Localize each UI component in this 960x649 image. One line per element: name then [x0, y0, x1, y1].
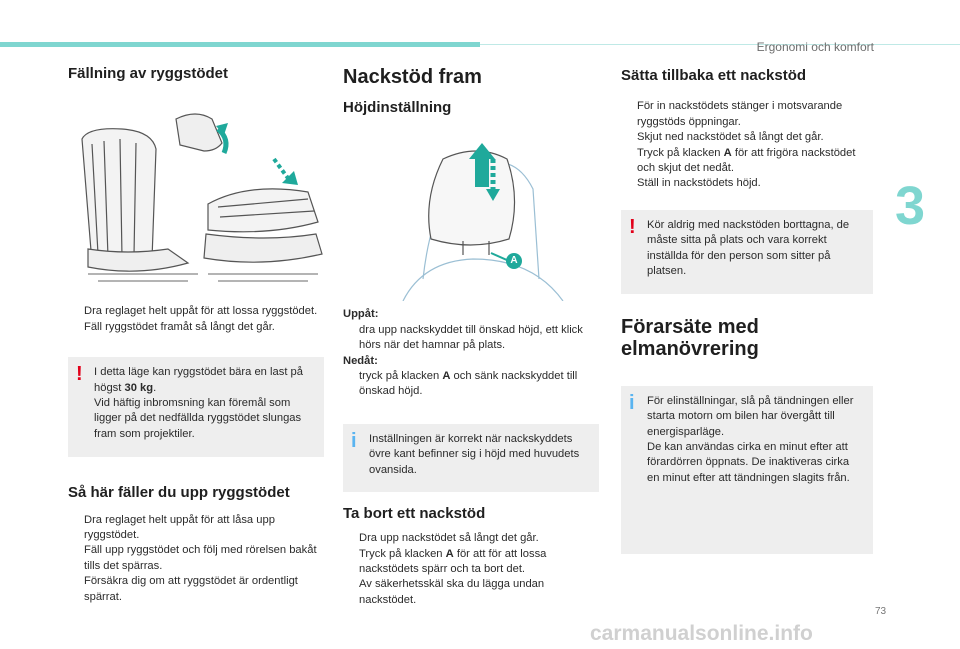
list-item: Fäll ryggstödet framåt så långt det går.	[84, 320, 275, 333]
heading-height-adjust: Höjdinställning	[343, 99, 452, 116]
top-accent-bar	[0, 42, 480, 47]
folding-steps: Dra reglaget helt uppåt för att lossa ry…	[68, 304, 324, 335]
column-right: Sätta tillbaka ett nackstöd För in nacks…	[621, 68, 873, 554]
warning-box-headrest: ! Kör aldrig med nackstöden borttagna, d…	[621, 209, 873, 294]
list-item: Skjut ned nackstödet så långt det går.	[637, 131, 824, 144]
list-item: Försäkra dig om att ryggstödet är ordent…	[84, 575, 298, 603]
warning-icon: !	[76, 363, 83, 386]
heading-raising: Så här fäller du upp ryggstödet	[68, 484, 290, 502]
heading-folding: Fällning av ryggstödet	[68, 65, 229, 82]
list-item: Ställ in nackstödets höjd.	[637, 177, 761, 190]
headrest-illustration: A	[343, 129, 599, 302]
heading-front-headrest: Nackstöd fram	[343, 66, 482, 88]
warning-icon: !	[629, 215, 636, 238]
down-steps: tryck på klacken A och sänk nackskyddet …	[343, 369, 599, 400]
warning-box-load: ! I detta läge kan ryggstödet bära en la…	[68, 357, 324, 458]
heading-remove-headrest: Ta bort ett nackstöd	[343, 504, 486, 522]
heading-refit-headrest: Sätta tillbaka ett nackstöd	[621, 67, 807, 84]
column-middle: Nackstöd fram Höjdinställning A Uppåt: d…	[343, 66, 599, 608]
refit-steps: För in nackstödets stänger i motsvarande…	[621, 99, 873, 191]
label-a-badge: A	[506, 253, 522, 270]
seat-illustration	[68, 99, 324, 294]
page-number: 73	[875, 606, 887, 617]
list-item: Dra reglaget helt uppåt för att låsa upp…	[84, 513, 275, 542]
info-icon: i	[629, 391, 635, 414]
info-box-power-seat: i För elinställningar, slå på tändningen…	[621, 385, 873, 554]
list-item: Dra upp nackstödet så långt det går.	[359, 532, 539, 545]
list-item: tryck på klacken A och sänk nackskyddet …	[359, 370, 578, 398]
watermark: carmanualsonline.info	[590, 622, 813, 645]
list-item: Tryck på klacken A för att för att lossa…	[359, 547, 547, 576]
list-item: Fäll upp ryggstödet och följ med rörelse…	[84, 544, 317, 572]
up-label: Uppåt:	[343, 308, 379, 321]
column-left: Fällning av ryggstödet	[68, 66, 324, 605]
section-title: Ergonomi och komfort	[756, 40, 874, 54]
list-item: dra upp nackskyddet till önskad höjd, et…	[359, 323, 583, 352]
remove-steps: Dra upp nackstödet så långt det går. Try…	[343, 531, 599, 608]
top-rule	[480, 44, 960, 45]
up-steps: dra upp nackskyddet till önskad höjd, et…	[343, 323, 599, 354]
list-item: För in nackstödets stänger i motsvarande…	[637, 100, 843, 128]
info-icon: i	[351, 429, 357, 452]
list-item: Tryck på klacken A för att frigöra nacks…	[637, 146, 856, 175]
info-box-adjust: i Inställningen är korrekt när nackskydd…	[343, 423, 599, 492]
list-item: Av säkerhetsskäl ska du lägga undan nack…	[359, 578, 545, 606]
list-item: Dra reglaget helt uppåt för att lossa ry…	[84, 305, 318, 318]
raising-steps: Dra reglaget helt uppåt för att låsa upp…	[68, 513, 324, 605]
heading-power-seat: Förarsäte med elmanövrering	[621, 315, 759, 360]
chapter-number: 3	[895, 176, 926, 236]
down-label: Nedåt:	[343, 354, 378, 367]
